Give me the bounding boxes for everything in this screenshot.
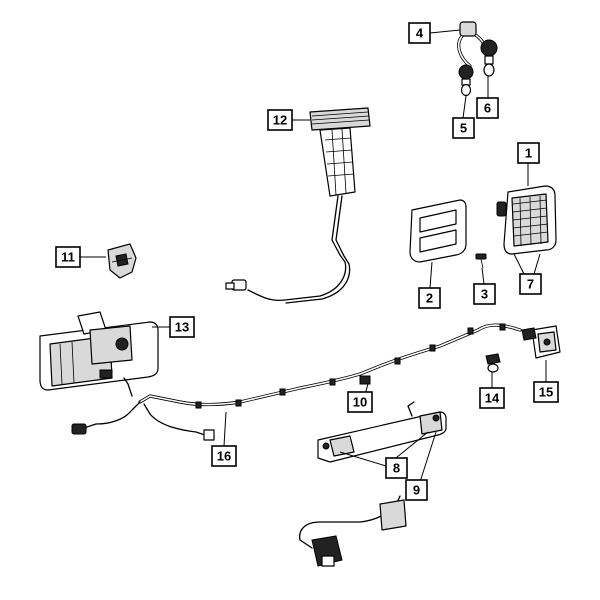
callout-16: 16	[211, 445, 237, 467]
callout-8: 8	[385, 457, 408, 479]
svg-text:2: 2	[426, 291, 433, 306]
clip-bracket	[107, 243, 137, 279]
svg-text:10: 10	[353, 395, 367, 410]
callout-3: 3	[473, 283, 496, 305]
svg-text:14: 14	[485, 391, 500, 406]
svg-text:3: 3	[481, 287, 488, 302]
tail-lamp	[496, 185, 557, 255]
svg-text:11: 11	[61, 250, 75, 265]
leader-lines	[80, 29, 547, 497]
svg-text:4: 4	[416, 26, 424, 41]
high-mount-stop-light	[225, 107, 371, 304]
svg-text:6: 6	[484, 101, 491, 116]
callout-4: 4	[408, 22, 431, 44]
bulb	[485, 353, 501, 373]
svg-text:1: 1	[525, 146, 532, 161]
callout-5: 5	[452, 117, 475, 139]
license-lamp-bracket	[39, 311, 159, 391]
svg-text:12: 12	[273, 113, 287, 128]
svg-text:8: 8	[393, 461, 400, 476]
callout-6: 6	[476, 97, 499, 119]
screw	[475, 253, 487, 269]
rear-camera	[521, 325, 561, 359]
callout-14: 14	[479, 387, 505, 409]
main-wiring-harness	[71, 323, 522, 441]
svg-text:7: 7	[527, 277, 534, 292]
bracket-assembly	[299, 401, 447, 567]
callout-7: 7	[519, 273, 542, 295]
callout-11: 11	[55, 246, 81, 268]
callout-10: 10	[347, 391, 373, 413]
svg-text:5: 5	[460, 121, 467, 136]
callout-9: 9	[405, 479, 428, 501]
callout-12: 12	[267, 109, 293, 131]
callout-15: 15	[533, 381, 559, 403]
callout-1: 1	[517, 142, 540, 164]
callout-2: 2	[418, 287, 441, 309]
svg-text:15: 15	[539, 385, 553, 400]
svg-text:13: 13	[175, 320, 189, 335]
callout-13: 13	[169, 316, 195, 338]
svg-text:9: 9	[413, 483, 420, 498]
bulb-socket-assembly	[457, 21, 498, 97]
svg-text:16: 16	[217, 449, 231, 464]
lamp-guard	[409, 199, 467, 263]
